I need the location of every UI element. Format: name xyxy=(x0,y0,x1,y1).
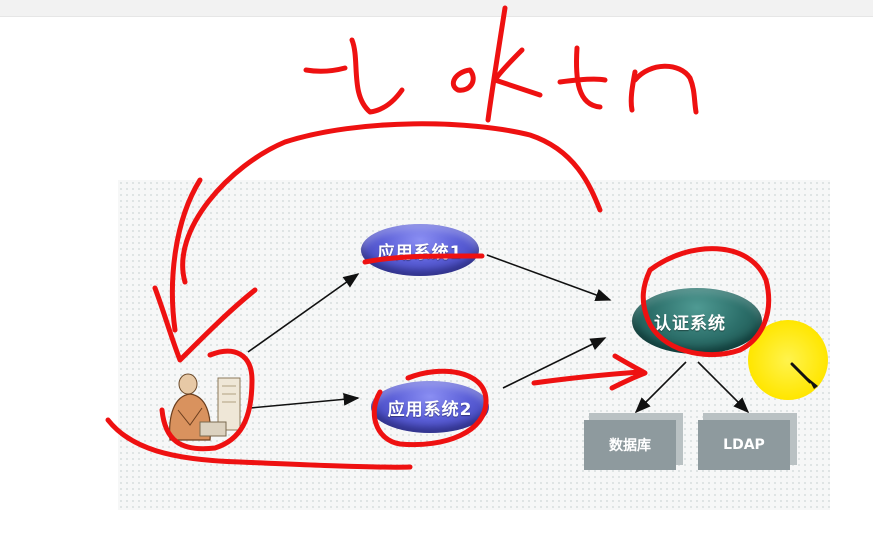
arc-top xyxy=(180,121,603,285)
database-label: 数据库 xyxy=(609,438,651,454)
window-top-bar xyxy=(0,0,873,17)
database-box: 数据库 xyxy=(584,420,676,470)
arrow-auth-to-database xyxy=(634,361,687,414)
ldap-box: LDAP xyxy=(698,420,790,470)
handwritten-token-text xyxy=(303,5,699,123)
app-system-2-label: 应用系统2 xyxy=(387,399,473,420)
ldap-label: LDAP xyxy=(723,437,765,453)
person-at-desk-icon xyxy=(169,373,241,441)
arrow-app1-to-auth xyxy=(486,254,612,302)
app1-underline xyxy=(362,253,485,265)
auth-circle xyxy=(640,246,772,358)
arrow-app2-to-auth xyxy=(502,337,607,389)
auth-system-label: 认证系统 xyxy=(654,313,726,334)
arrow-user-to-app2 xyxy=(249,392,360,409)
check-mark xyxy=(152,285,258,363)
arc-left-down xyxy=(169,177,203,333)
pen-icon xyxy=(790,362,818,389)
handwritten-annotation-label: token xyxy=(300,20,301,21)
arrow-auth-to-ldap xyxy=(697,361,750,414)
app-system-2-node: 应用系统2 xyxy=(371,381,489,433)
app-system-1-node: 应用系统1 xyxy=(361,224,479,276)
app2-to-auth-arrow xyxy=(531,353,648,391)
bottom-swoop xyxy=(105,417,413,470)
app2-circle xyxy=(371,368,489,448)
arrow-user-to-app1 xyxy=(247,273,360,353)
auth-system-node: 认证系统 xyxy=(632,288,762,354)
user-circle xyxy=(159,348,255,452)
